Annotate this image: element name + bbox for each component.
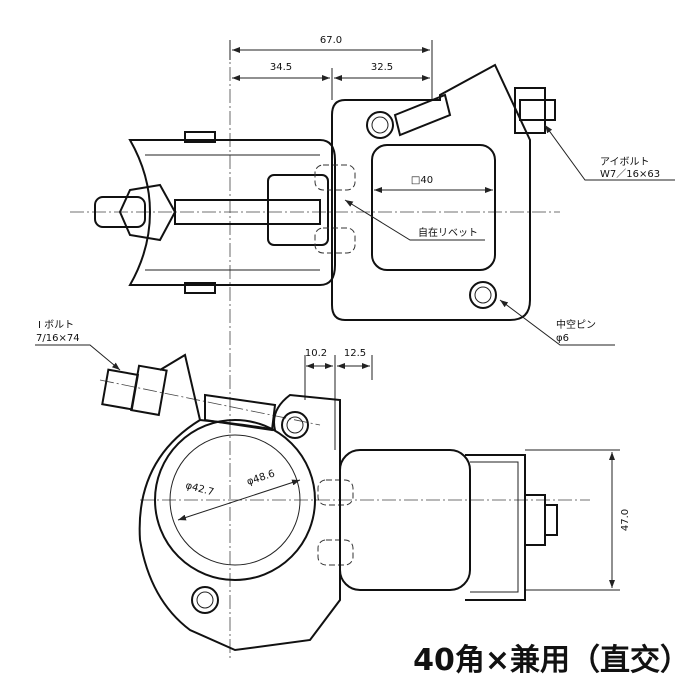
top-view-bolt	[94, 183, 321, 242]
pin-label: 中空ピン	[556, 318, 596, 331]
dim-offset-a: 10.2	[305, 348, 327, 359]
rivet-label: 自在リベット	[418, 226, 478, 239]
i-bolt-spec: 7/16×74	[36, 333, 80, 344]
extension-lines	[229, 40, 620, 591]
dim-right-width: 32.5	[371, 62, 393, 73]
dim-overall-width: 67.0	[320, 35, 342, 46]
dimension-lines	[177, 47, 615, 588]
dim-square: □40	[411, 175, 433, 186]
eye-bolt-label: アイボルト	[600, 156, 650, 168]
i-bolt-label: I ボルト	[38, 319, 74, 331]
dim-height: 47.0	[620, 509, 631, 531]
leader-lines	[35, 124, 675, 371]
top-view-clamp	[128, 131, 356, 294]
top-view-box-plate	[331, 63, 556, 321]
pin-spec: φ6	[556, 333, 569, 344]
center-lines	[70, 45, 590, 660]
drawing-title: 40角×兼用（直交）	[413, 643, 690, 678]
dim-offset-b: 12.5	[344, 348, 366, 359]
bottom-view-box	[339, 449, 558, 601]
eye-bolt-spec: W7／16×63	[600, 168, 660, 180]
dim-pipe-large: φ48.6	[246, 468, 277, 487]
bottom-view-clamp	[101, 353, 354, 652]
dim-pipe-small: φ42.7	[184, 480, 215, 498]
dim-left-width: 34.5	[270, 62, 292, 73]
